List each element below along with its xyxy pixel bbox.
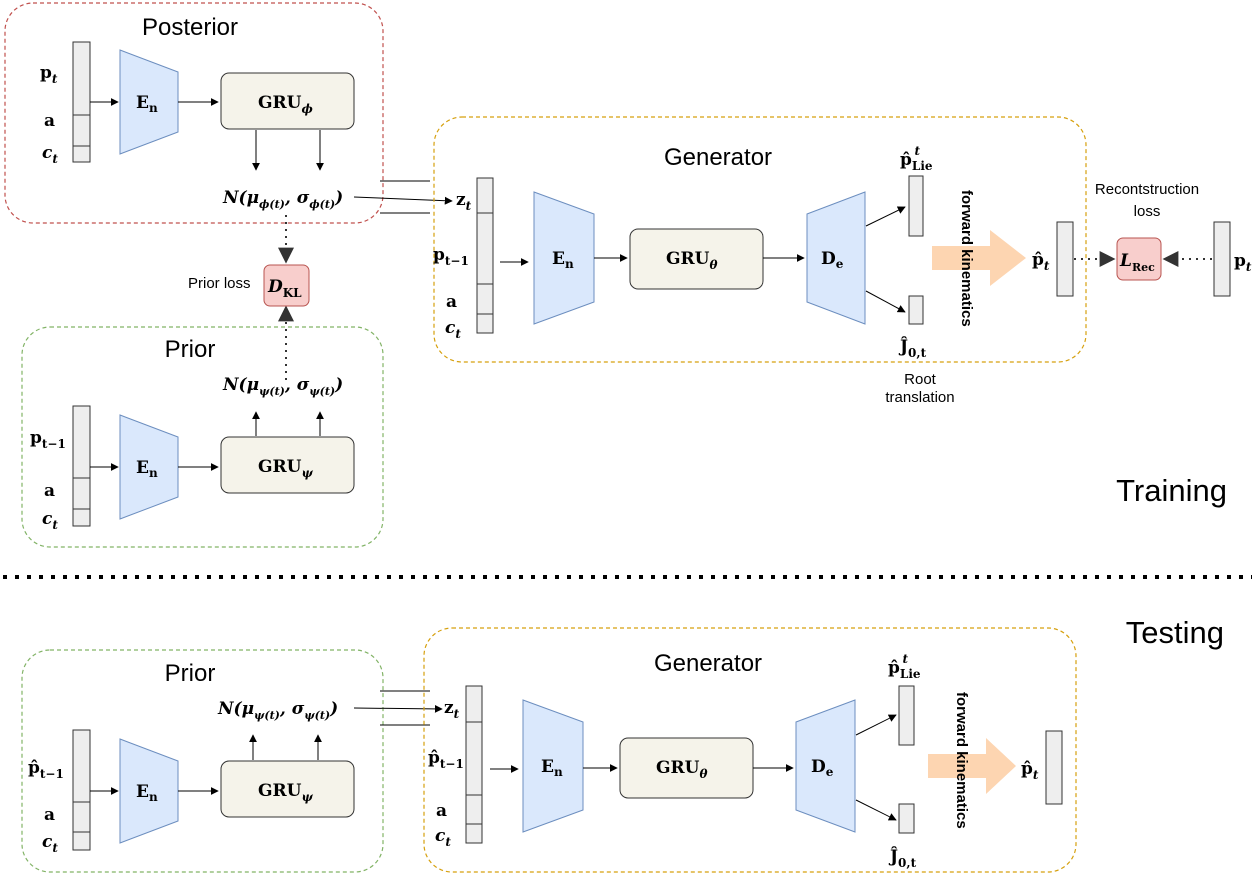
test-root-output-vector [898, 803, 915, 834]
prior-title: Prior [165, 336, 216, 363]
prior-input-p: pt−1 [30, 428, 66, 451]
test-prior-gru-label: GRUψ [258, 781, 313, 804]
lie-output-label: p̂Liet [900, 144, 933, 173]
prior-input-a: a [44, 481, 55, 501]
test-generator-input-a: a [436, 801, 447, 821]
prior-module-testing: Prior N(μψ(t), σψ(t)) p̂t−1 a ct En GRUψ [21, 649, 384, 873]
test-generator-input-vector [465, 685, 483, 844]
test-prior-distribution: N(μψ(t), σψ(t)) [217, 699, 338, 722]
prediction-vector [1056, 221, 1074, 297]
test-prior-title: Prior [165, 660, 216, 687]
forward-kinematics-training: forward kinematics [932, 190, 1026, 327]
test-prediction-vector [1045, 730, 1063, 805]
root-output-vector [908, 295, 924, 325]
test-prior-input-a: a [44, 805, 55, 825]
latent-connection-training [353, 180, 453, 214]
prior-loss-label: Prior loss [188, 275, 251, 292]
test-prediction-label: p̂t [1021, 759, 1039, 782]
prior-input-c: ct [42, 509, 58, 532]
generator-input-a: a [446, 292, 457, 312]
reconstruction-label-2: loss [1134, 203, 1161, 220]
lie-output-vector [908, 175, 924, 237]
testing-section-label: Testing [1126, 615, 1224, 650]
posterior-input-c: ct [42, 143, 58, 166]
test-generator-input-z: zt [444, 698, 460, 721]
generator-module-training: Generator zt pt−1 a ct En GRUθ De p̂Liet… [433, 116, 1087, 406]
posterior-gru [220, 72, 355, 130]
training-section-label: Training [1116, 473, 1227, 508]
reconstruction-label-1: Recontstruction [1095, 181, 1199, 198]
generator-input-c: ct [445, 318, 461, 341]
generator-input-vector [476, 177, 494, 334]
forward-kinematics-label: forward kinematics [958, 190, 975, 327]
posterior-input-p: pt [40, 63, 58, 86]
test-forward-kinematics-label: forward kinematics [953, 692, 970, 829]
posterior-input-vector [72, 41, 91, 163]
prior-distribution: N(μψ(t), σψ(t)) [222, 375, 343, 398]
test-prior-gru [220, 760, 355, 818]
test-generator-gru-label: GRUθ [656, 758, 708, 781]
generator-title: Generator [664, 144, 772, 171]
prior-gru-label: GRUψ [258, 457, 313, 480]
posterior-encoder [119, 49, 179, 155]
prior-gru [220, 436, 355, 494]
test-lie-output-label: p̂Liet [888, 652, 921, 681]
target-label: pt [1234, 251, 1252, 274]
test-generator-title: Generator [654, 650, 762, 677]
test-prior-encoder [119, 738, 179, 844]
prediction-label: p̂t [1032, 250, 1050, 273]
prior-module-training: Prior N(μψ(t), σψ(t)) pt−1 a ct En GRUψ [21, 326, 384, 548]
posterior-gru-label: GRUϕ [258, 93, 313, 116]
generator-gru-label: GRUθ [666, 249, 718, 272]
posterior-distribution: N(μϕ(t), σϕ(t)) [222, 188, 343, 211]
kl-divergence-node [263, 264, 310, 307]
root-translation-label-1: Root [904, 371, 937, 388]
generator-input-p: pt−1 [433, 245, 469, 268]
reconstruction-node [1116, 237, 1162, 281]
generator-input-z: zt [456, 190, 472, 213]
test-root-output-label: Ĵ0,t [888, 847, 917, 870]
prior-loss: DKL Prior loss [188, 215, 310, 380]
test-generator-encoder [522, 699, 584, 833]
posterior-input-a: a [44, 111, 55, 131]
test-generator-decoder [795, 699, 856, 833]
generator-gru [629, 228, 764, 290]
test-prior-input-c: ct [42, 832, 58, 855]
test-lie-output-vector [898, 685, 915, 746]
prior-input-vector [72, 405, 91, 527]
target-vector [1213, 221, 1231, 297]
generator-module-testing: Generator zt p̂t−1 a ct En GRUθ De p̂Lie… [423, 627, 1077, 873]
prior-encoder [119, 414, 179, 520]
posterior-module: Posterior pt a ct En GRUϕ N(μϕ(t), σϕ(t)… [4, 2, 384, 224]
test-generator-input-c: ct [435, 826, 451, 849]
posterior-title: Posterior [142, 14, 238, 41]
generator-encoder [533, 191, 595, 325]
test-prior-input-vector [72, 729, 91, 851]
test-generator-input-p: p̂t−1 [428, 748, 464, 771]
forward-kinematics-testing: forward kinematics p̂t [928, 692, 1063, 829]
reconstruction-loss: p̂t LRec pt Recontstruction loss [1032, 181, 1252, 297]
generator-decoder [806, 191, 866, 325]
test-prior-input-p: p̂t−1 [28, 758, 64, 781]
root-output-label: Ĵ0,t [898, 337, 927, 360]
root-translation-label-2: translation [885, 389, 954, 406]
latent-connection-testing [353, 690, 443, 726]
